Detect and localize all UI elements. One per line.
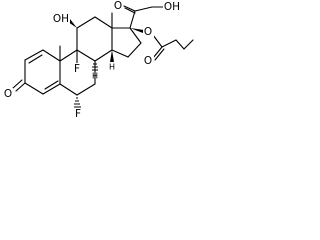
atom-hydroxyl-11: OH [52,13,70,25]
hydroxyacetyl-chain [123,5,164,29]
methyl-groups [59,12,113,62]
svg-text:F: F [75,108,81,120]
ring-a [12,49,61,95]
svg-text:O: O [114,0,122,12]
ring-c [76,16,113,62]
svg-text:H: H [92,72,98,81]
atom-fluorine-9: F [72,63,83,75]
atom-carbonyl-oxygen: O [143,55,154,67]
atom-hydrogen-8: H [92,72,98,81]
atom-terminal-hydroxyl: OH [163,1,181,13]
svg-text:O: O [4,88,12,100]
svg-text:H: H [109,63,115,72]
butyrate-ester [130,28,194,61]
svg-text:O: O [144,55,152,67]
svg-text:F: F [74,63,80,75]
stereo-hydrogens [92,50,114,71]
ring-b [59,49,96,96]
atom-ester-oxygen: O [143,26,154,38]
atom-ketone-o3: O [3,88,13,100]
atom-hydrogen-14: H [109,63,115,72]
atom-c20-oxygen: O [113,0,123,12]
hydroxyl-11-bond [68,19,77,28]
svg-text:O: O [144,26,152,38]
structural-formula: O F F OH H H O OH O O [3,0,194,120]
ring-d [111,27,142,58]
svg-text:OH: OH [164,1,180,13]
fluoro-6-bond [74,97,81,108]
svg-text:OH: OH [53,13,69,25]
atom-fluorine-6: F [72,108,83,120]
